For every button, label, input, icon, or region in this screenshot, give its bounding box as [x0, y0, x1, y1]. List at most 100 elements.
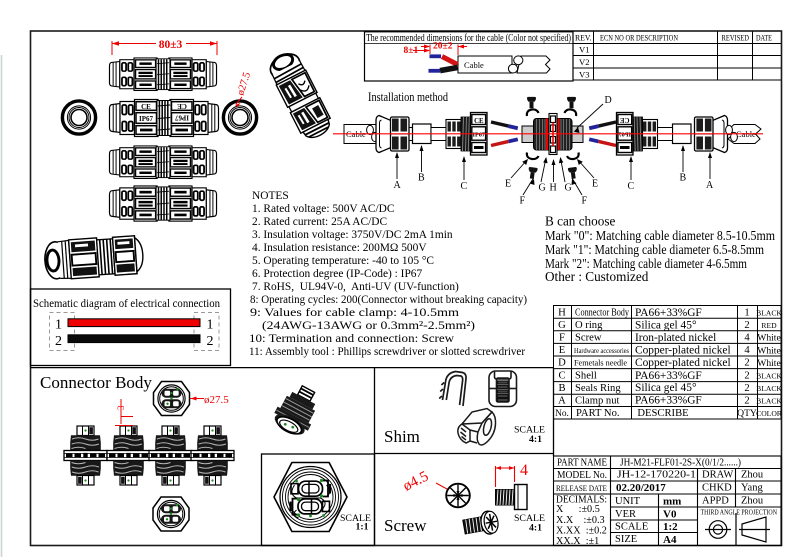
svg-text:Other : Customized: Other : Customized — [545, 269, 649, 284]
svg-text:Copper-plated nickel: Copper-plated nickel — [635, 344, 731, 356]
svg-text:8±1: 8±1 — [404, 46, 419, 56]
svg-text:MODEL No.: MODEL No. — [557, 469, 607, 481]
svg-text:Zhou: Zhou — [741, 470, 764, 481]
svg-text:UNIT: UNIT — [615, 496, 641, 507]
svg-text:F: F — [520, 196, 526, 207]
svg-text:RED: RED — [761, 321, 777, 330]
svg-text:Mark "2": Matching cable diame: Mark "2": Matching cable diameter 4-6.5m… — [545, 256, 748, 271]
svg-text:4:1: 4:1 — [529, 434, 542, 445]
svg-text:4: 4 — [744, 345, 750, 356]
svg-text:DRAW: DRAW — [702, 470, 733, 481]
svg-text:IP67: IP67 — [473, 132, 486, 139]
svg-text:White: White — [757, 345, 780, 356]
svg-text:1: 1 — [744, 308, 749, 319]
svg-text:H: H — [558, 308, 566, 319]
svg-text:G: G — [558, 320, 566, 331]
svg-text:BLACK: BLACK — [756, 308, 782, 317]
svg-text:Shim: Shim — [384, 427, 420, 446]
svg-text:2: 2 — [744, 396, 749, 407]
svg-text:2: 2 — [207, 334, 214, 349]
svg-text:SIZE: SIZE — [615, 534, 637, 545]
svg-text:10: Termination and connection: 10: Termination and connection: Screw — [249, 333, 455, 345]
svg-text:PART NAME: PART NAME — [557, 457, 607, 469]
svg-text:BLACK: BLACK — [756, 371, 782, 380]
svg-text:mm: mm — [663, 496, 681, 508]
svg-text:SCALE: SCALE — [340, 513, 371, 524]
svg-text:C: C — [558, 371, 565, 382]
svg-text:1: 1 — [55, 318, 62, 333]
svg-text:G: G — [539, 183, 546, 194]
svg-text:NOTES: NOTES — [252, 190, 289, 202]
svg-text:E: E — [505, 179, 511, 190]
svg-text:80±3: 80±3 — [159, 39, 183, 51]
svg-text:PA66+33%GF: PA66+33%GF — [635, 370, 702, 382]
svg-text:PART No.: PART No. — [576, 408, 620, 419]
svg-text:B: B — [558, 383, 565, 394]
svg-text:V0: V0 — [663, 509, 677, 521]
svg-text:V2: V2 — [579, 57, 590, 67]
svg-text:3. Insulation voltage: 3750V/D: 3. Insulation voltage: 3750V/DC 2mA 1min — [252, 229, 453, 241]
svg-text:The recommended dimensions for: The recommended dimensions for the cable… — [366, 33, 571, 44]
svg-text:B can choose: B can choose — [545, 213, 615, 228]
svg-text:CE: CE — [474, 118, 484, 125]
svg-text:G: G — [565, 183, 572, 194]
svg-text:C: C — [628, 181, 635, 192]
svg-text:4: 4 — [744, 333, 750, 344]
svg-text:20±2: 20±2 — [433, 42, 453, 52]
svg-text:V1: V1 — [579, 45, 590, 55]
svg-text:(24AWG-13AWG or 0.3mm²-2.5mm²): (24AWG-13AWG or 0.3mm²-2.5mm²) — [262, 320, 475, 332]
svg-text:SCALE: SCALE — [615, 522, 648, 533]
svg-text:XX.X :±1: XX.X :±1 — [556, 536, 599, 547]
svg-text:VER: VER — [615, 509, 636, 520]
svg-text:BLACK: BLACK — [756, 396, 782, 405]
svg-text:2: 2 — [744, 383, 749, 394]
svg-text:F: F — [582, 196, 588, 207]
svg-text:Seals Ring: Seals Ring — [575, 383, 621, 394]
svg-text:Installation method: Installation method — [368, 90, 449, 104]
svg-text:PA66+33%GF: PA66+33%GF — [635, 307, 702, 319]
svg-text:X.X :±0.3: X.X :±0.3 — [556, 515, 605, 526]
svg-text:A: A — [706, 180, 714, 191]
svg-text:E: E — [559, 345, 565, 356]
svg-text:D: D — [558, 358, 566, 369]
svg-text:Hardware accessories: Hardware accessories — [574, 347, 629, 355]
svg-text:Yang: Yang — [741, 483, 763, 494]
svg-text:A4: A4 — [663, 534, 677, 546]
svg-text:2. Rated current: 25A AC/DC: 2. Rated current: 25A AC/DC — [252, 216, 387, 228]
svg-text:Schematic diagram of electrica: Schematic diagram of electrical connecti… — [33, 297, 220, 310]
svg-text:8: Operating cycles: 200(Conne: 8: Operating cycles: 200(Connector witho… — [250, 294, 527, 306]
svg-text:Copper-plated nickel: Copper-plated nickel — [635, 357, 731, 369]
svg-text:7. RoHS, UL94V-0, Anti-UV (U: 7. RoHS, UL94V-0, Anti-UV (UV-function) — [252, 281, 459, 293]
svg-text:B: B — [680, 173, 687, 184]
svg-text:Femetals needle: Femetals needle — [574, 359, 627, 368]
svg-text:11: Assembly tool : Phillips s: 11: Assembly tool : Phillips screwdriver… — [249, 346, 525, 358]
svg-text:QTY: QTY — [737, 408, 757, 419]
svg-text:02.20/2017: 02.20/2017 — [616, 482, 666, 494]
svg-text:THIRD ANGLE PROJECTION: THIRD ANGLE PROJECTION — [701, 508, 778, 517]
svg-text:O ring: O ring — [575, 320, 603, 331]
svg-text:CHKD: CHKD — [702, 483, 732, 494]
svg-text:B: B — [418, 173, 425, 184]
svg-text:V3: V3 — [579, 70, 590, 80]
svg-text:DECIMALS:: DECIMALS: — [556, 495, 607, 506]
svg-text:6. Protection degree (IP-Code): 6. Protection degree (IP-Code) : IP67 — [252, 268, 422, 280]
svg-text:3: 3 — [116, 405, 126, 410]
svg-text:9: Values for cable clamp: 4-1: 9: Values for cable clamp: 4-10.5mm — [250, 307, 459, 319]
svg-text:2: 2 — [55, 334, 62, 349]
svg-text:X :±0.5: X :±0.5 — [556, 504, 600, 515]
svg-text:2: 2 — [744, 320, 749, 331]
svg-text:Mark "0": Matching cable diame: Mark "0": Matching cable diameter 8.5-10… — [545, 228, 776, 243]
svg-text:H: H — [550, 183, 557, 194]
svg-text:White: White — [757, 358, 780, 369]
svg-text:DESCRIBE: DESCRIBE — [637, 408, 688, 419]
svg-text:E: E — [592, 179, 598, 190]
svg-text:D: D — [605, 95, 612, 106]
svg-text:APPD: APPD — [702, 496, 729, 507]
svg-text:1:2: 1:2 — [663, 521, 678, 533]
svg-text:ECN NO OR DESCRIPTION: ECN NO OR DESCRIPTION — [600, 33, 679, 43]
svg-text:C: C — [461, 181, 468, 192]
svg-text:Iron-plated nickel: Iron-plated nickel — [635, 332, 716, 344]
svg-text:Shell: Shell — [575, 371, 597, 382]
svg-text:Connector Body: Connector Body — [575, 308, 630, 319]
svg-text:4. Insulation resistance: 200M: 4. Insulation resistance: 200MΩ 500V — [252, 242, 427, 254]
